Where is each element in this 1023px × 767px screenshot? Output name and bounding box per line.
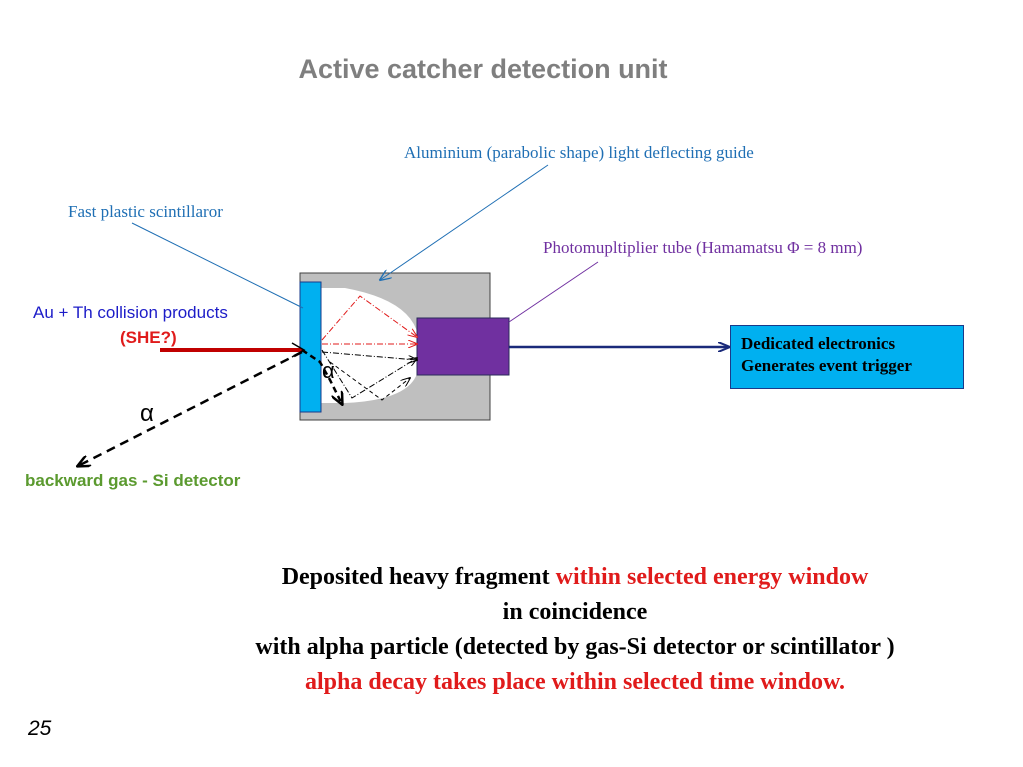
scintillator-callout-line	[131, 222, 304, 309]
label-she: (SHE?)	[120, 328, 177, 347]
label-si-detector: backward gas - Si detector	[25, 471, 241, 490]
electronics-line-2: Generates event trigger	[741, 356, 912, 375]
plastic-scintillator	[299, 281, 322, 413]
label-alpha-outer: α	[140, 400, 154, 427]
electronics-box: Dedicated electronics Generates event tr…	[730, 325, 964, 389]
label-photomultiplier: Photomupltiplier tube (Hamamatsu Φ = 8 m…	[543, 238, 863, 257]
conclusion-line-3: with alpha particle (detected by gas-Si …	[255, 634, 895, 660]
conclusion-line-2: in coincidence	[502, 599, 648, 625]
slide-title: Active catcher detection unit	[298, 54, 668, 84]
conclusion-line-1-black: Deposited heavy fragment	[281, 564, 556, 590]
conclusion-line-1-red: within selected energy window	[555, 564, 869, 590]
slide-number: 25	[28, 717, 52, 740]
alpha-inner-track	[301, 348, 342, 404]
label-alpha-inner: α	[322, 358, 335, 383]
conclusion-line-1: Deposited heavy fragment within selected…	[0, 560, 1023, 595]
pmt-callout-line	[508, 261, 599, 323]
parabolic-light-guide	[315, 288, 418, 403]
alpha-backward-track	[78, 350, 303, 466]
light-ray-black-bottom	[329, 361, 410, 401]
label-scintillator: Fast plastic scintillaror	[68, 202, 223, 221]
photomultiplier-tube	[416, 317, 510, 376]
guide-callout-line	[380, 164, 549, 280]
conclusion-line-4: alpha decay takes place within selected …	[305, 669, 845, 695]
electronics-line-1: Dedicated electronics	[741, 334, 896, 353]
light-ray-red-upper	[321, 295, 417, 341]
light-ray-black-middle	[321, 351, 417, 360]
conclusion-text: Deposited heavy fragment within selected…	[0, 560, 1023, 700]
label-collision-products: Au + Th collision products	[33, 303, 228, 322]
label-light-guide: Aluminium (parabolic shape) light deflec…	[404, 143, 754, 162]
light-ray-black-lower	[321, 349, 417, 399]
